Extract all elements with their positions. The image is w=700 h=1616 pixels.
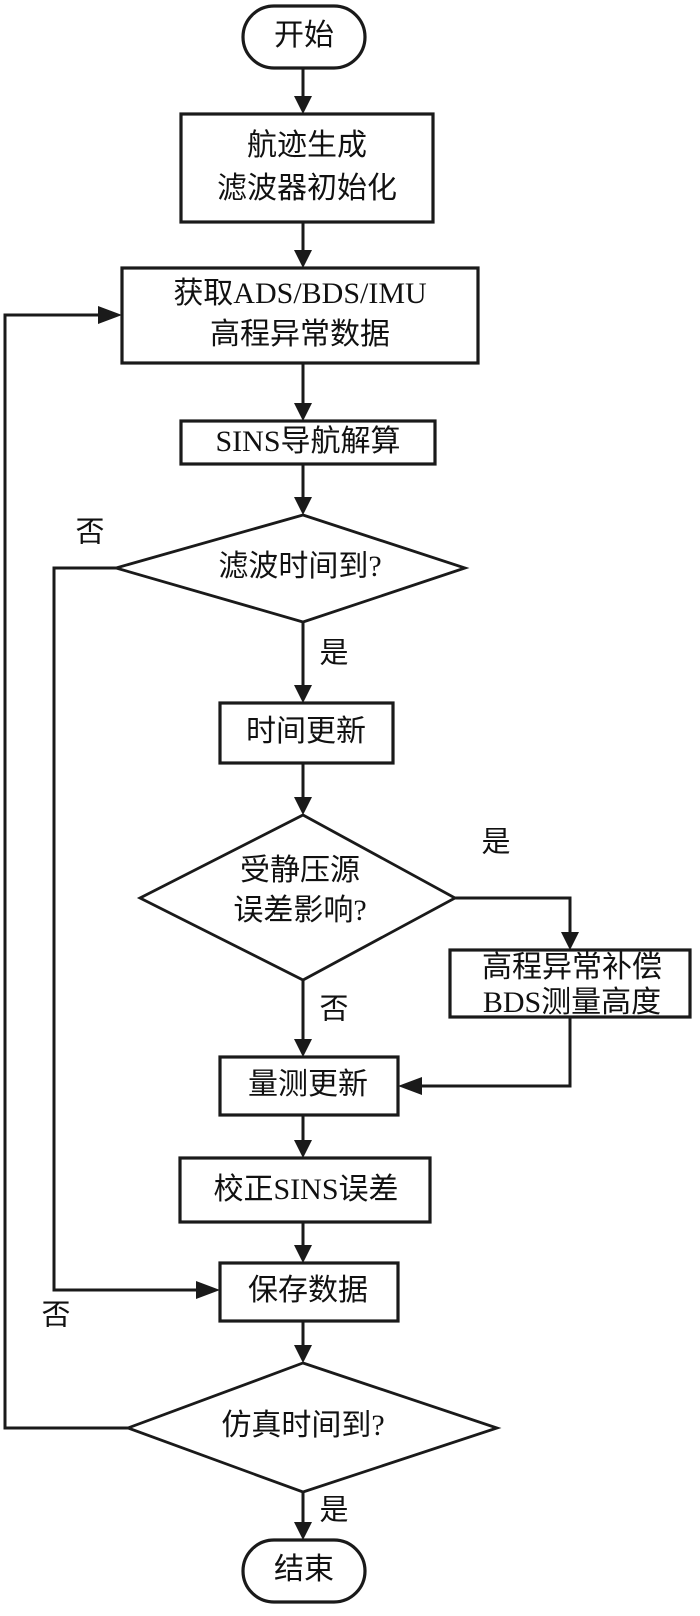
edge-meas-update-to-correct bbox=[294, 1115, 312, 1158]
node-start[interactable]: 开始 bbox=[241, 4, 367, 70]
acquire-label-line1: 获取ADS/BDS/IMU bbox=[173, 277, 427, 310]
edge-save-to-sim-time bbox=[294, 1321, 312, 1363]
acquire-label-line2: 高程异常数据 bbox=[210, 318, 390, 351]
edge-compensate-to-meas-update bbox=[398, 1017, 572, 1095]
edge-time-update-to-static-err bbox=[294, 763, 312, 815]
edge-filter-time-no-to-save bbox=[52, 566, 220, 1299]
node-static-err[interactable]: 受静压源 误差影响? bbox=[136, 813, 458, 982]
edge-label-sim-time-yes: 是 bbox=[319, 1495, 348, 1527]
compensate-process-shape bbox=[448, 948, 692, 1019]
meas-update-label: 量测更新 bbox=[248, 1068, 368, 1101]
edge-start-to-init bbox=[294, 68, 312, 114]
correct-label: 校正SINS误差 bbox=[213, 1173, 398, 1206]
node-meas-update[interactable]: 量测更新 bbox=[218, 1055, 400, 1117]
node-acquire[interactable]: 获取ADS/BDS/IMU 高程异常数据 bbox=[120, 266, 480, 365]
time-update-label: 时间更新 bbox=[246, 715, 366, 748]
edge-acquire-to-sins bbox=[294, 363, 312, 421]
node-sins[interactable]: SINS导航解算 bbox=[179, 419, 437, 466]
filter-time-decision-shape bbox=[110, 513, 470, 624]
node-sim-time[interactable]: 仿真时间到? bbox=[123, 1361, 502, 1494]
edge-label-filter-time-no: 否 bbox=[75, 517, 104, 549]
start-terminator-shape bbox=[241, 4, 367, 70]
meas-update-process-shape bbox=[218, 1055, 400, 1117]
edge-label-filter-time-yes: 是 bbox=[319, 638, 348, 670]
end-terminator-shape bbox=[241, 1538, 367, 1604]
correct-process-shape bbox=[178, 1156, 432, 1224]
node-correct[interactable]: 校正SINS误差 bbox=[178, 1156, 432, 1224]
sim-time-label: 仿真时间到? bbox=[221, 1409, 384, 1442]
save-label: 保存数据 bbox=[248, 1274, 368, 1307]
static-err-decision-shape bbox=[136, 813, 458, 982]
edge-sim-time-yes-to-end bbox=[294, 1492, 312, 1540]
init-label-line1: 航迹生成 bbox=[247, 129, 367, 162]
compensate-label-line1: 高程异常补偿 bbox=[482, 951, 662, 984]
end-label: 结束 bbox=[274, 1553, 334, 1586]
edge-static-err-no-to-meas-update bbox=[294, 980, 312, 1057]
sim-time-decision-shape bbox=[123, 1361, 502, 1494]
static-err-label-line1: 受静压源 bbox=[240, 854, 360, 887]
sins-process-shape bbox=[179, 419, 437, 466]
edge-filter-time-yes-to-time-update bbox=[294, 622, 312, 703]
time-update-process-shape bbox=[218, 701, 395, 765]
edge-init-to-acquire bbox=[294, 222, 312, 268]
init-label-line2: 滤波器初始化 bbox=[217, 172, 397, 205]
node-compensate[interactable]: 高程异常补偿 BDS测量高度 bbox=[448, 948, 692, 1019]
edge-label-sim-time-no: 否 bbox=[41, 1300, 70, 1332]
edges-layer bbox=[3, 68, 579, 1540]
init-process-shape bbox=[179, 112, 435, 224]
edge-label-static-err-yes: 是 bbox=[481, 827, 510, 859]
edge-labels-layer: 否 是 是 否 否 是 bbox=[41, 517, 510, 1527]
node-init[interactable]: 航迹生成 滤波器初始化 bbox=[179, 112, 435, 224]
edge-label-static-err-no: 否 bbox=[319, 994, 348, 1026]
compensate-label-line2: BDS测量高度 bbox=[483, 986, 661, 1019]
node-time-update[interactable]: 时间更新 bbox=[218, 701, 395, 765]
edge-static-err-yes-to-compensate bbox=[455, 896, 579, 950]
filter-time-label: 滤波时间到? bbox=[218, 550, 381, 583]
static-err-label-line2: 误差影响? bbox=[233, 894, 366, 927]
edge-correct-to-save bbox=[294, 1222, 312, 1263]
edge-sim-time-no-to-acquire bbox=[3, 306, 128, 1430]
save-process-shape bbox=[218, 1261, 400, 1323]
acquire-process-shape bbox=[120, 266, 480, 365]
edge-sins-to-filter-time bbox=[294, 464, 312, 515]
sins-label: SINS导航解算 bbox=[215, 425, 400, 458]
start-label: 开始 bbox=[274, 19, 334, 52]
node-end[interactable]: 结束 bbox=[241, 1538, 367, 1604]
node-filter-time[interactable]: 滤波时间到? bbox=[110, 513, 470, 624]
node-save[interactable]: 保存数据 bbox=[218, 1261, 400, 1323]
